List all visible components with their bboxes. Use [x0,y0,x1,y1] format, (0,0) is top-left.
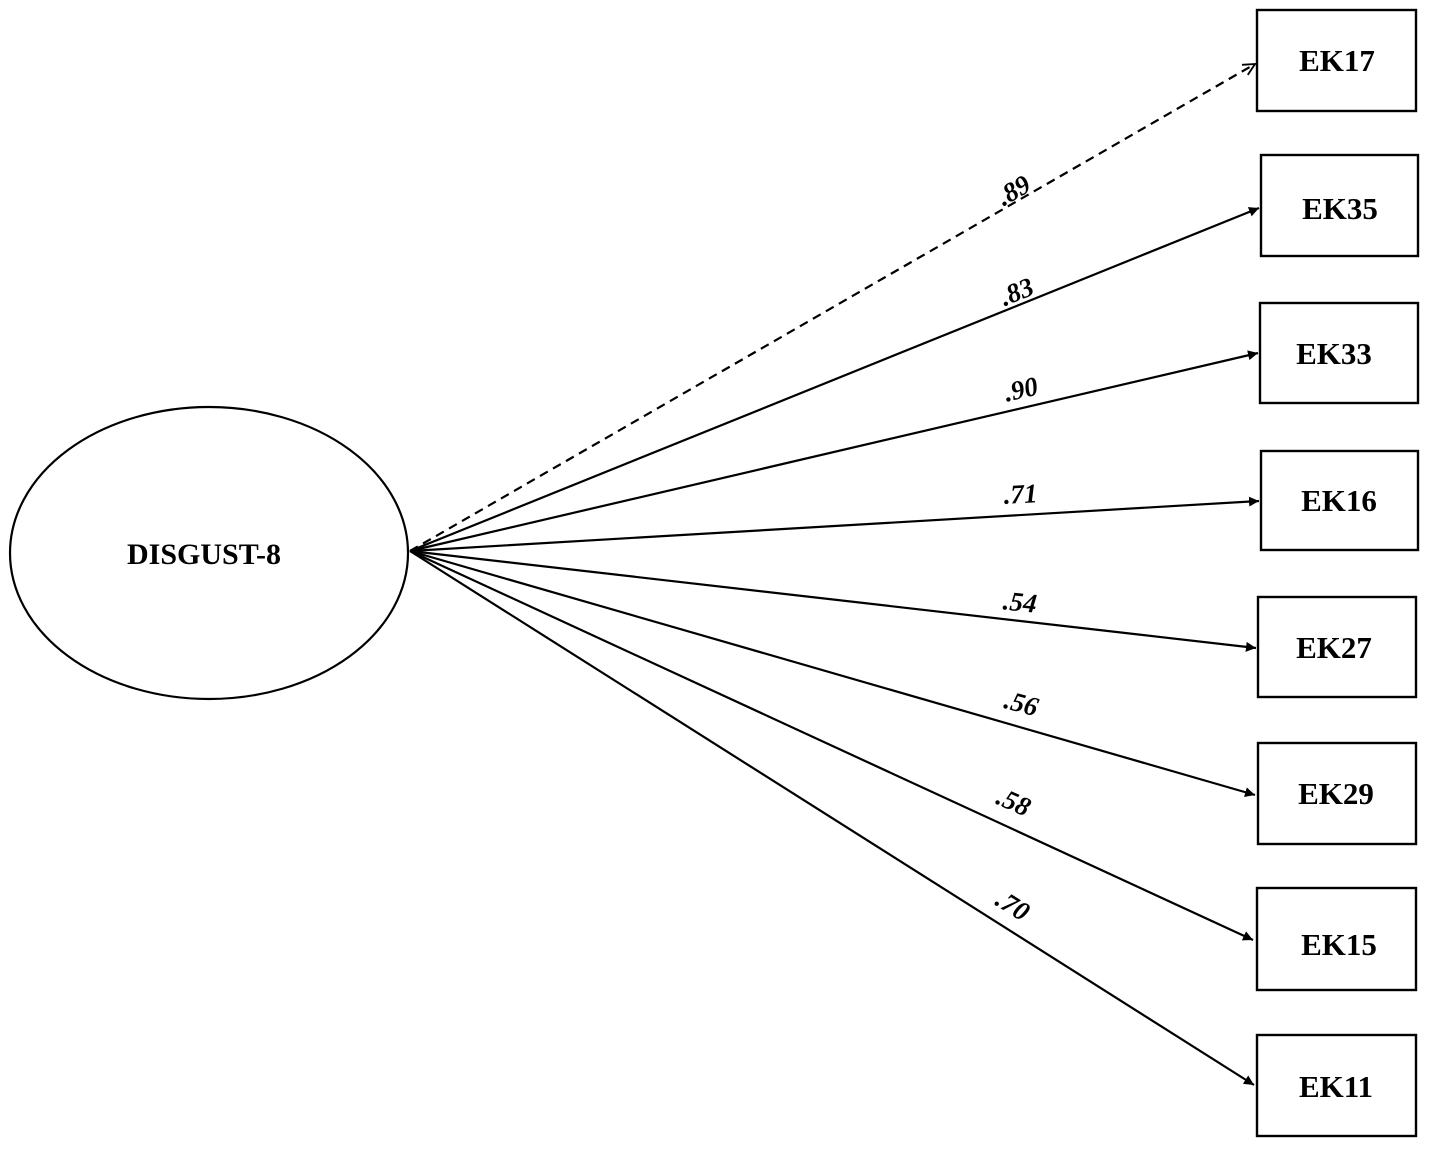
indicator-rect-ek33 [1258,301,1420,405]
path-line-ek16 [409,496,1260,553]
path-line-ek17 [409,64,1255,552]
loading-label-ek15: .58 [992,781,1035,822]
indicator-label-ek17: EK17 [1299,43,1375,78]
path-line-ek35 [409,206,1260,553]
path-ek27: .54 [409,549,1257,652]
indicator-rect-ek17 [1255,8,1418,113]
path-ek11: .70 [409,550,1255,1086]
indicator-box-ek15: EK15 [1255,886,1418,992]
indicator-box-ek17: EK17 [1255,8,1418,113]
indicator-rect-ek16 [1259,449,1420,552]
indicator-box-ek11: EK11 [1255,1033,1418,1138]
indicator-rect-ek15 [1255,886,1418,992]
path-line-ek27 [409,549,1257,652]
indicator-rect-ek35 [1259,153,1420,258]
loading-label-ek35: .83 [995,271,1038,311]
loading-label-ek29: .56 [1001,684,1042,722]
indicator-label-ek15: EK15 [1301,927,1377,962]
path-line-ek29 [409,549,1256,798]
factor-label: DISGUST-8 [127,538,281,571]
path-ek33: .90 [409,350,1259,553]
factor-loadings: .89 .83 .90 .71 .54 .56 .58 .70 [409,64,1260,1086]
indicator-label-ek29: EK29 [1298,776,1374,811]
indicator-box-ek27: EK27 [1256,595,1418,699]
indicator-rect-ek27 [1256,595,1418,699]
latent-factor: DISGUST-8 [8,405,410,701]
observed-indicators: EK17 EK35 EK33 EK16 EK27 EK29 EK15 EK11 [1255,8,1420,1138]
indicator-label-ek27: EK27 [1296,630,1372,665]
indicator-rect-ek11 [1255,1033,1418,1138]
factor-ellipse [8,405,410,701]
path-ek17: .89 [409,64,1255,552]
path-ek16: .71 [409,478,1260,553]
path-line-ek15 [409,550,1254,941]
indicator-rect-ek29 [1256,741,1418,846]
loading-label-ek17: .89 [991,169,1036,212]
indicator-label-ek11: EK11 [1299,1069,1373,1104]
loading-label-ek11: .70 [991,884,1036,928]
indicator-box-ek35: EK35 [1259,153,1420,258]
path-ek15: .58 [409,550,1254,941]
loading-label-ek16: .71 [1003,478,1038,510]
path-ek35: .83 [409,206,1260,553]
path-line-ek33 [409,350,1259,553]
indicator-box-ek33: EK33 [1258,301,1420,405]
indicator-label-ek16: EK16 [1301,483,1377,518]
path-ek29: .56 [409,549,1256,798]
indicator-box-ek16: EK16 [1259,449,1420,552]
indicator-box-ek29: EK29 [1256,741,1418,846]
indicator-label-ek33: EK33 [1296,336,1372,371]
loading-label-ek33: .90 [1001,371,1041,408]
indicator-label-ek35: EK35 [1302,191,1378,226]
loading-label-ek27: .54 [1002,585,1039,618]
path-line-ek11 [409,550,1255,1086]
